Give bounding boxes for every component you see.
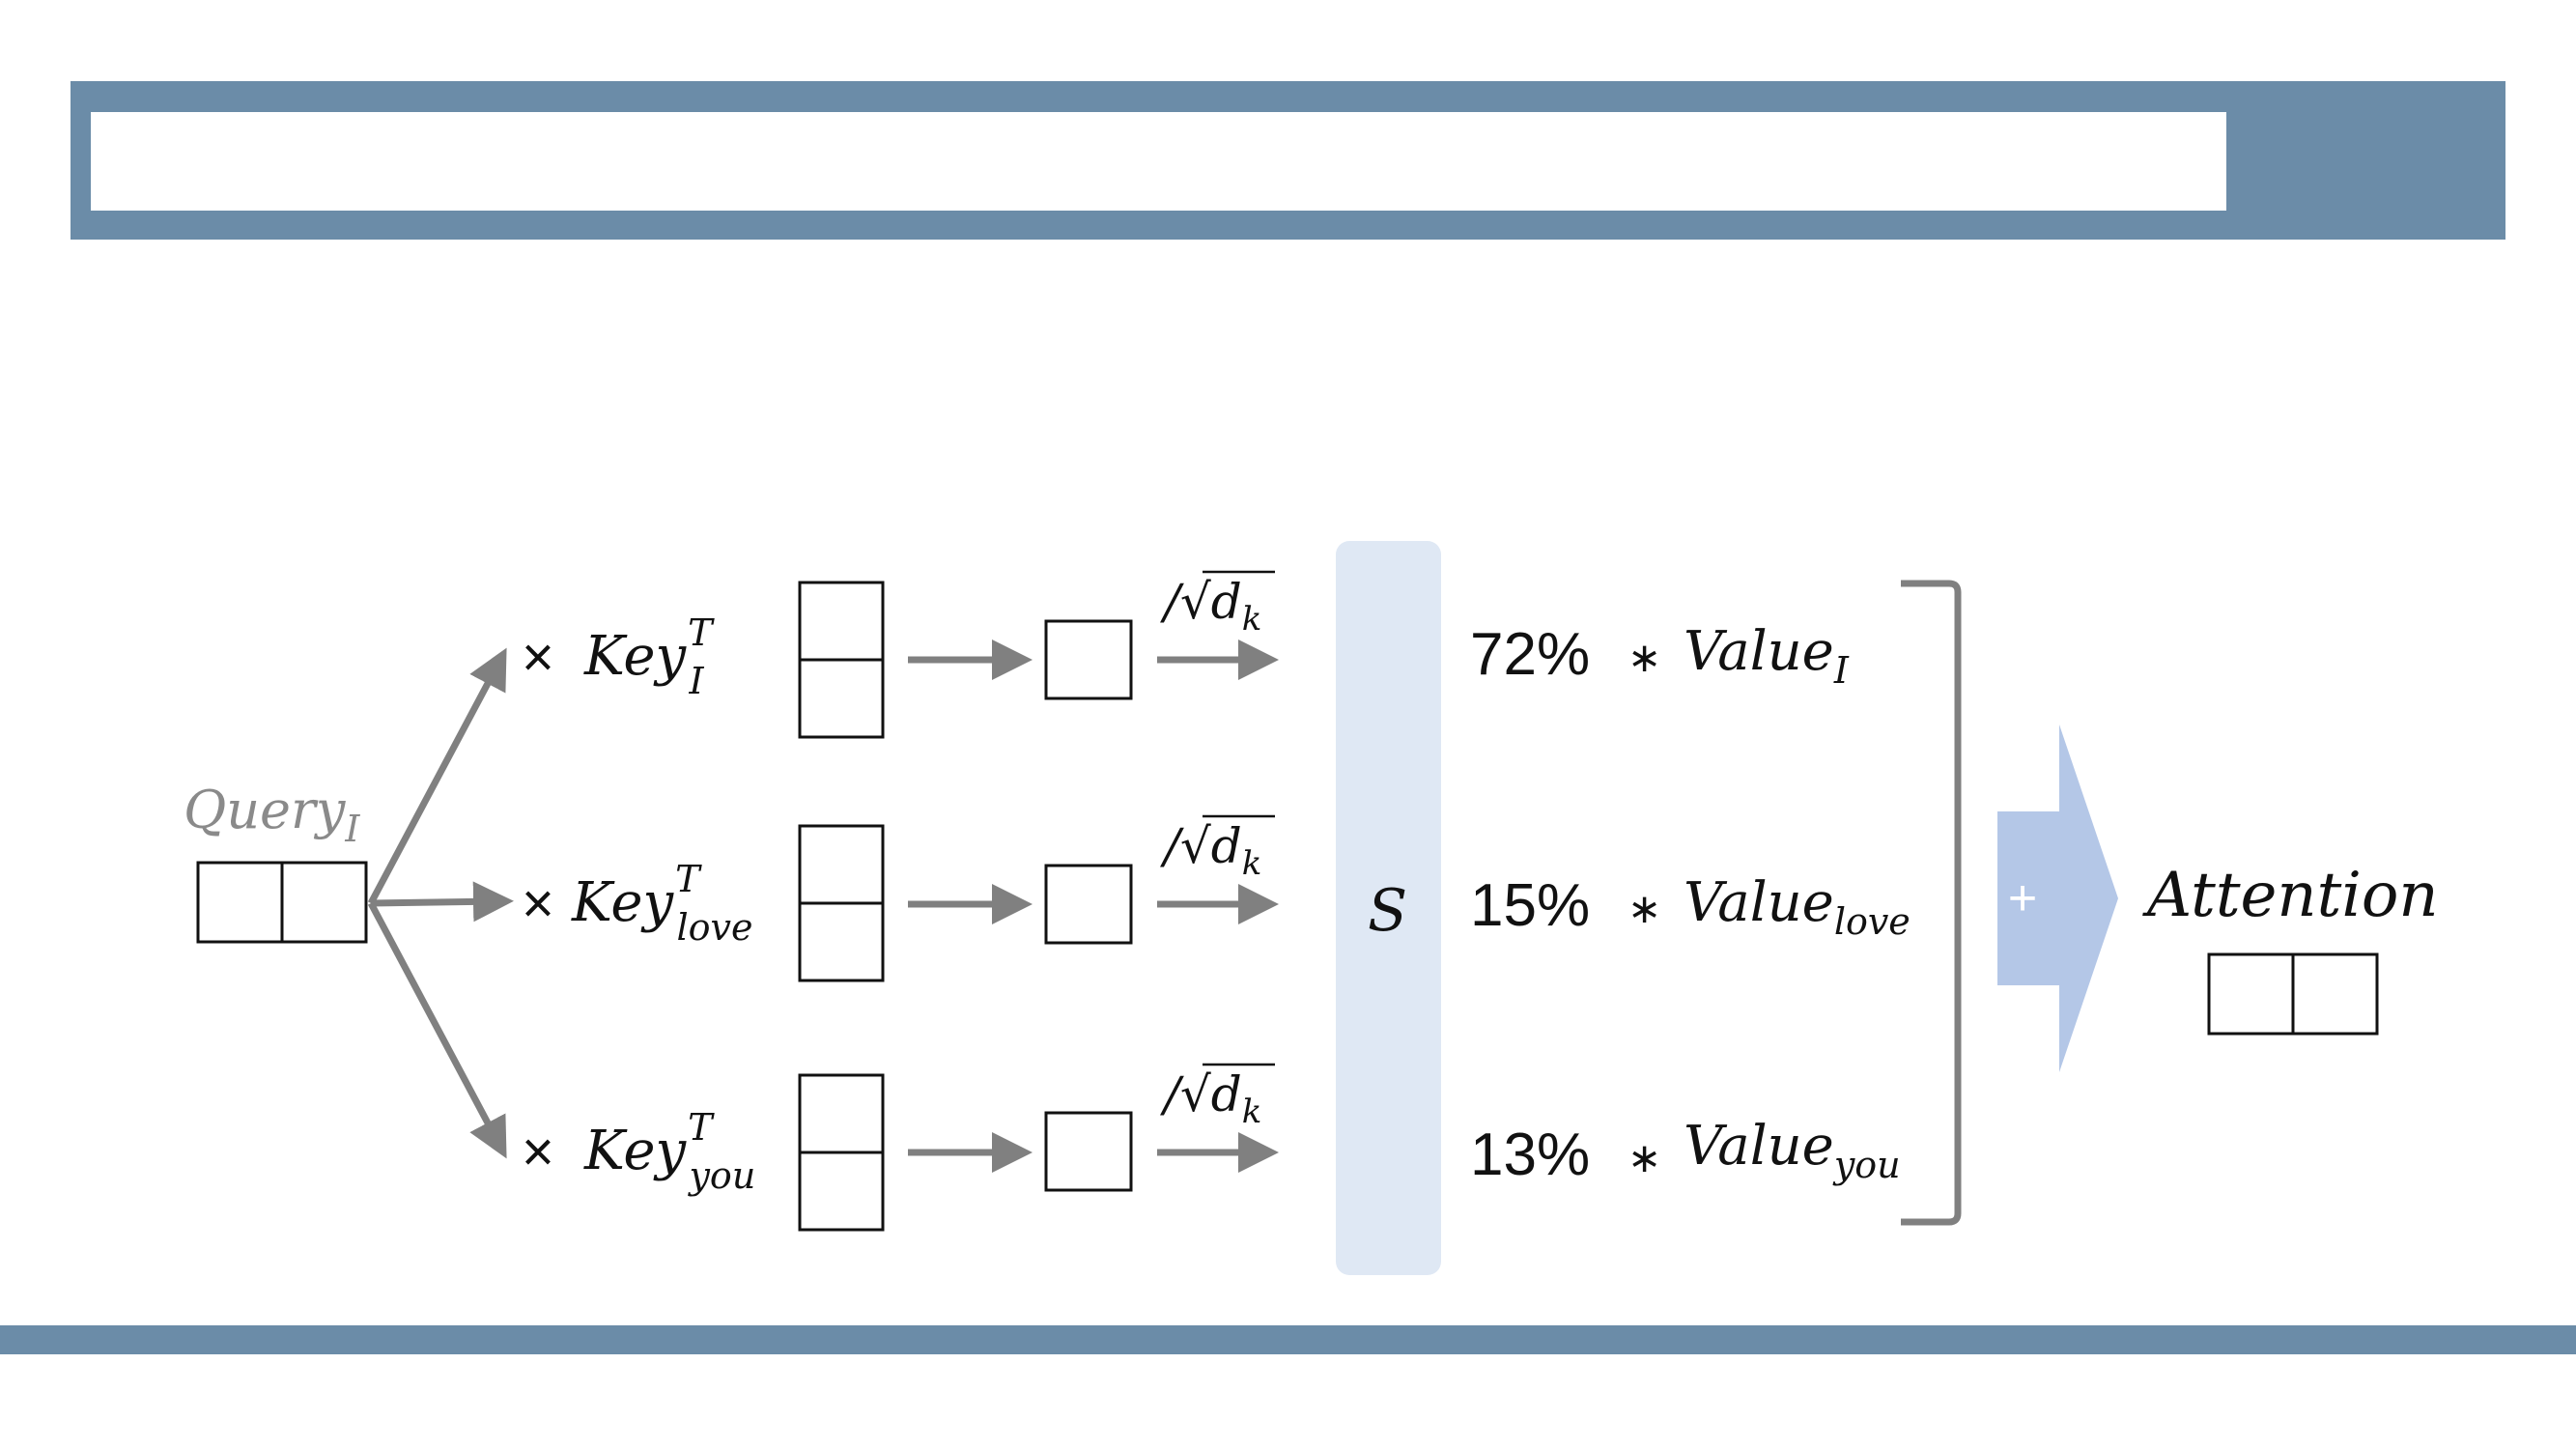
softmax-column [1336,541,1441,1275]
score-box-I [1044,619,1133,700]
weighted-value-love: 15% ∗ Valuelove [1470,871,1911,943]
svg-text:×: × [522,1121,554,1183]
sum-bracket [1901,580,1962,1226]
scale-label-you: /√dk [1160,1066,1261,1131]
weighted-value-you: 13% ∗ Valueyou [1470,1115,1901,1188]
attention-vector [2207,952,2379,1036]
svg-text:×: × [522,872,554,935]
svg-text:×: × [522,626,554,689]
percent-you: 13% [1470,1122,1590,1188]
plus-icon: + [2008,870,2037,926]
softmax-label: S [1368,877,1407,945]
query-label: QueryI [184,780,360,850]
bottom-banner [0,1325,2576,1354]
score-box-you [1044,1111,1133,1192]
title-box [91,112,2226,211]
branch-arrows [367,647,514,1159]
weighted-value-I: 72% ∗ ValueI [1470,620,1850,692]
query-vector [196,861,368,944]
svg-text:∗: ∗ [1628,1135,1661,1180]
percent-I: 72% [1470,621,1590,688]
scale-label-I: /√dk [1160,574,1261,639]
svg-text:∗: ∗ [1628,635,1661,680]
score-box-love [1044,864,1133,945]
attention-label: Attention [2142,860,2439,931]
percent-love: 15% [1470,872,1590,939]
value-you-label: Valueyou [1684,1115,1901,1186]
scale-label-love: /√dk [1160,818,1261,883]
value-I-label: ValueI [1684,620,1850,692]
plus-arrow [1997,724,2118,1072]
svg-text:∗: ∗ [1628,886,1661,931]
value-love-label: Valuelove [1684,871,1911,943]
